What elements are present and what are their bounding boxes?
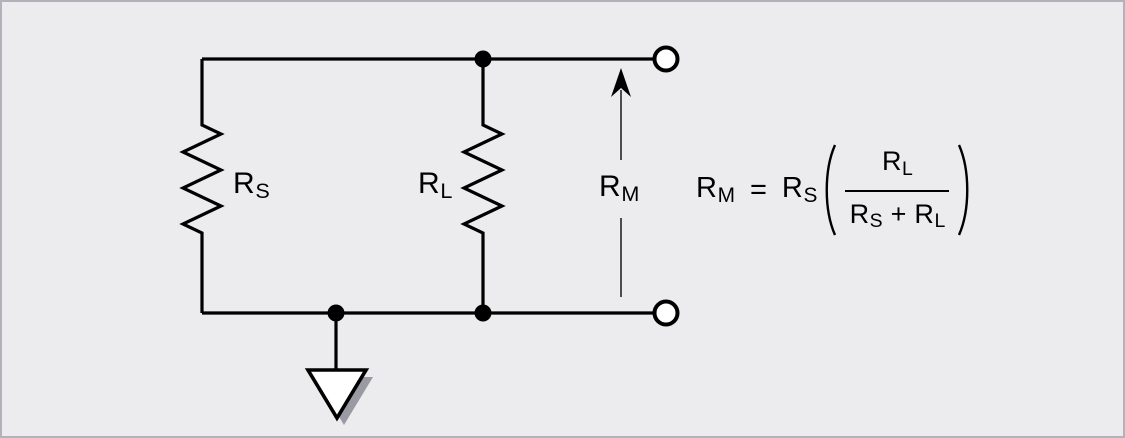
numerator-base: R [881, 146, 902, 177]
equation-lhs: RM [696, 171, 735, 207]
junction-dot-top [474, 50, 492, 68]
equation-fraction: RL RS+RL [845, 148, 950, 232]
open-paren-icon [825, 144, 837, 236]
rl-label: RL [418, 169, 452, 202]
equation-lhs-base: R [696, 171, 717, 204]
denominator-first-sub: S [869, 210, 883, 233]
equation-coefficient: RS [781, 171, 818, 207]
equation-lhs-sub: M [717, 183, 735, 207]
denominator-second-sub: L [934, 210, 946, 233]
rl-label-base: R [418, 167, 440, 200]
denominator-first-base: R [849, 198, 870, 229]
fraction-bar [845, 189, 950, 192]
rm-label: RM [599, 172, 639, 205]
measure-arrow-head-icon [611, 68, 631, 97]
rs-label-sub: S [255, 178, 270, 204]
rm-label-base: R [599, 170, 621, 203]
fraction-numerator: RL [882, 148, 913, 189]
terminal-top [652, 45, 680, 73]
equation-coefficient-base: R [781, 171, 803, 204]
equation-coefficient-sub: S [803, 183, 818, 207]
rs-label-base: R [233, 167, 255, 200]
terminal-bottom [652, 299, 680, 327]
rl-label-sub: L [440, 178, 453, 204]
junction-dot-bottom-right [474, 304, 492, 322]
resistor-rl-symbol [460, 59, 506, 313]
rs-label: RS [233, 169, 270, 202]
resistor-rs-symbol [179, 59, 225, 313]
plus-sign: + [890, 198, 907, 229]
ground-icon [304, 368, 370, 422]
close-paren-icon [958, 144, 969, 236]
numerator-sub: L [902, 158, 913, 181]
fraction-denominator: RS+RL [850, 192, 946, 232]
rm-equation: RM = RS RL RS+RL [696, 140, 977, 240]
equals-sign: = [749, 173, 767, 206]
denominator-second-base: R [914, 198, 934, 229]
rm-label-sub: M [621, 181, 640, 207]
